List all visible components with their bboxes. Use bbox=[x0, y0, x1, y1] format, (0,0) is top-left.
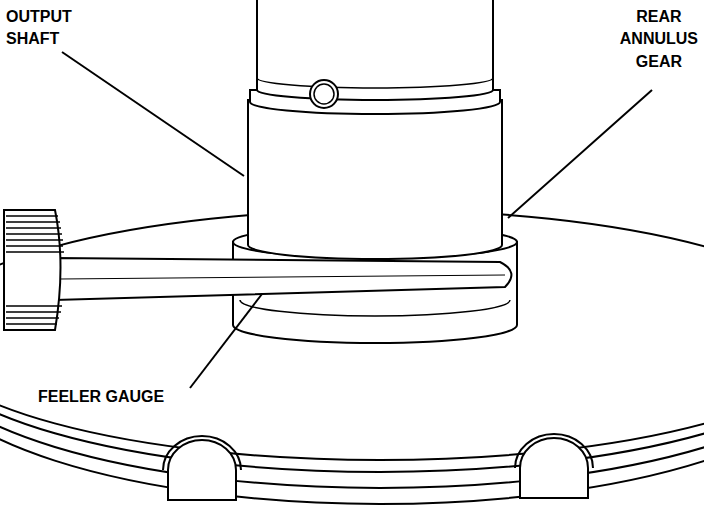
disc-notch bbox=[168, 440, 236, 500]
leader-line bbox=[62, 52, 244, 176]
disc-notch bbox=[163, 436, 241, 470]
shaft-body bbox=[248, 100, 502, 259]
leader-line bbox=[190, 294, 262, 388]
disc-ring bbox=[0, 348, 704, 488]
disc-ring bbox=[0, 356, 704, 504]
part-label: FEELER GAUGE bbox=[36, 386, 166, 408]
leader-line bbox=[508, 90, 652, 218]
shaft-hole bbox=[310, 80, 338, 108]
blade-edge bbox=[60, 275, 505, 279]
gauge-leaves bbox=[6, 216, 64, 324]
disc-ring bbox=[0, 340, 704, 472]
part-label: OUTPUT SHAFT bbox=[4, 6, 74, 51]
disc-notch bbox=[520, 438, 588, 498]
shaft-line bbox=[257, 78, 493, 88]
disc-notch bbox=[515, 434, 593, 468]
part-label: REAR ANNULUS GEAR bbox=[618, 6, 700, 73]
feeler-blade bbox=[55, 258, 511, 300]
shaft-hole bbox=[314, 84, 334, 104]
shaft-upper bbox=[257, 0, 493, 100]
hub-edge bbox=[240, 300, 510, 316]
